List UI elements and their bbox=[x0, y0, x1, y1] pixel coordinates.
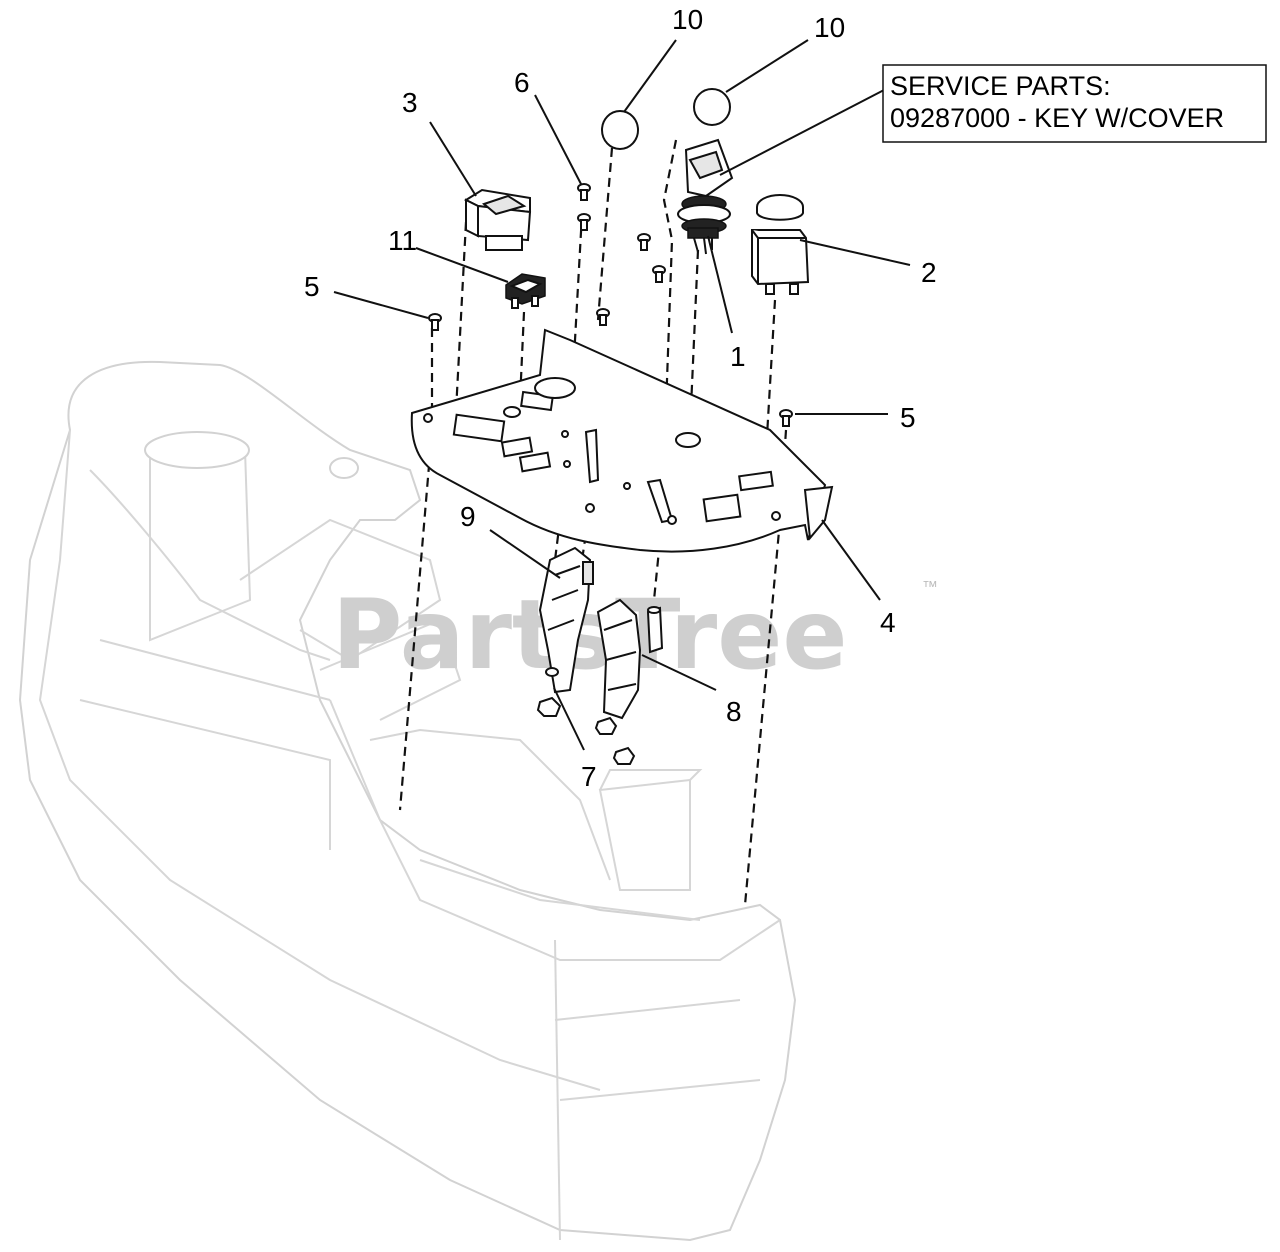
callout-5-right: 5 bbox=[900, 402, 916, 433]
callout-7: 7 bbox=[581, 761, 597, 792]
linkage-bracket-8 bbox=[596, 598, 664, 720]
mounting-plate bbox=[410, 328, 834, 553]
service-parts-box: SERVICE PARTS: 09287000 - KEY W/COVER bbox=[882, 64, 1267, 143]
callout-2: 2 bbox=[921, 257, 937, 288]
screw-5-right bbox=[779, 409, 793, 427]
rocker-switch bbox=[463, 188, 532, 251]
screw-extra bbox=[596, 233, 666, 326]
console-housing bbox=[18, 360, 797, 1242]
fasteners bbox=[428, 183, 793, 427]
callout-5-left: 5 bbox=[304, 271, 320, 302]
callout-1: 1 bbox=[730, 341, 746, 372]
callouts: 10 10 3 6 11 5 2 1 5 9 4 8 7 bbox=[304, 4, 937, 792]
ignition-switch bbox=[677, 138, 734, 255]
callout-10-left: 10 bbox=[672, 4, 703, 35]
leader-lines bbox=[333, 39, 911, 751]
callout-10-right: 10 bbox=[814, 12, 845, 43]
callout-3: 3 bbox=[402, 87, 418, 118]
callout-6: 6 bbox=[514, 67, 530, 98]
service-parts-item: 09287000 - KEY W/COVER bbox=[890, 103, 1224, 133]
callout-11: 11 bbox=[388, 225, 417, 256]
small-switch bbox=[505, 273, 546, 309]
screw-5-left bbox=[428, 313, 442, 331]
callout-9: 9 bbox=[460, 501, 476, 532]
nuts bbox=[536, 696, 636, 765]
linkage-bracket-9 bbox=[538, 546, 594, 694]
service-parts-heading: SERVICE PARTS: bbox=[890, 71, 1111, 101]
caps bbox=[601, 88, 731, 150]
callout-4: 4 bbox=[880, 607, 896, 638]
pto-switch bbox=[751, 194, 810, 295]
watermark-text: PartsTree bbox=[332, 579, 847, 691]
screw-6 bbox=[577, 183, 591, 231]
watermark-trademark: ™ bbox=[922, 579, 938, 596]
callout-8: 8 bbox=[726, 696, 742, 727]
